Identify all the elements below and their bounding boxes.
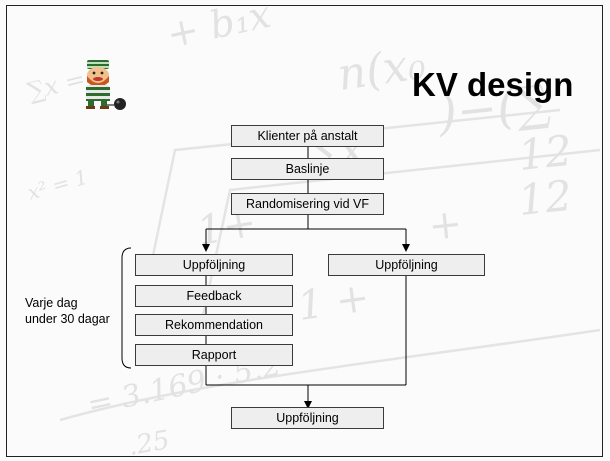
- side-note-line2: under 30 dagar: [25, 312, 110, 326]
- box-followup-final: Uppföljning: [231, 407, 384, 429]
- box-randomisation: Randomisering vid VF: [231, 193, 384, 215]
- box-followup-left: Uppföljning: [135, 254, 293, 276]
- svg-text:1 +: 1 +: [295, 274, 372, 330]
- box-clients-at-institution: Klienter på anstalt: [231, 125, 384, 147]
- prisoner-mascot-icon: [86, 60, 126, 110]
- svg-text:12: 12: [516, 126, 574, 180]
- svg-text:n(x₀: n(x₀: [334, 38, 429, 101]
- svg-text:+: +: [426, 201, 464, 250]
- box-report: Rapport: [135, 344, 293, 366]
- side-note-line1: Varje dag: [25, 296, 78, 310]
- box-baseline: Baslinje: [231, 158, 384, 180]
- svg-text:.25: .25: [126, 425, 172, 461]
- slide-title: KV design: [412, 66, 574, 103]
- box-followup-right: Uppföljning: [328, 254, 485, 276]
- box-recommendation: Rekommendation: [135, 314, 293, 336]
- svg-text:)−(∑: )−(∑: [434, 75, 552, 142]
- svg-text:12: 12: [516, 171, 574, 225]
- box-feedback: Feedback: [135, 285, 293, 307]
- left-bracket: [121, 247, 132, 369]
